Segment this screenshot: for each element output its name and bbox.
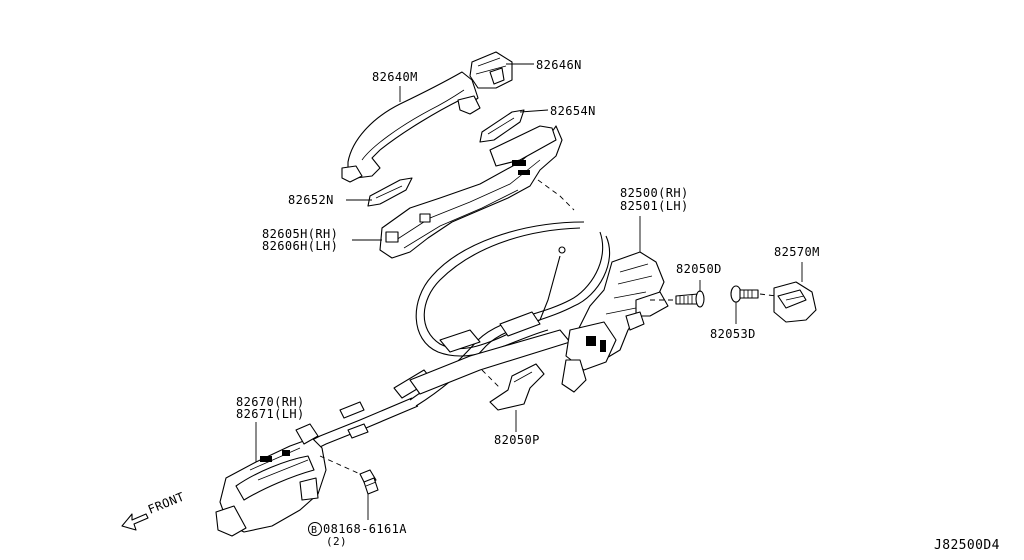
label-82501: 82501(LH) <box>620 199 689 213</box>
label-82605h: 82605H(RH) <box>262 227 338 241</box>
handle-bracket <box>379 125 563 259</box>
label-82671: 82671(LH) <box>236 407 305 421</box>
gasket-front <box>479 109 525 143</box>
front-arrow-icon <box>121 513 149 531</box>
bolt-line <box>319 455 361 475</box>
label-82654n: 82654N <box>550 104 596 118</box>
label-82050d: 82050D <box>676 262 722 276</box>
striker <box>773 281 817 323</box>
cable-assembly <box>299 221 611 455</box>
label-82652n: 82652N <box>288 193 334 207</box>
bolt <box>359 469 379 495</box>
front-arrow: FRONT <box>121 490 187 531</box>
diagram-code: J82500D4 <box>934 538 1000 553</box>
label-82500: 82500(RH) <box>620 186 689 200</box>
screw <box>675 290 705 308</box>
label-82050p: 82050P <box>494 433 540 447</box>
protector-line <box>481 369 501 389</box>
protector <box>489 363 545 411</box>
gasket-rear <box>367 177 413 207</box>
connection-line <box>537 179 575 211</box>
bolt-marker-circle <box>308 522 322 536</box>
leader-lines <box>255 63 803 520</box>
handle-cap <box>469 51 513 89</box>
bolt-marker: B <box>311 525 317 536</box>
inside-handle <box>215 423 327 537</box>
label-bolt-part: 08168-6161A <box>323 522 407 536</box>
label-82606h: 82606H(LH) <box>262 239 338 253</box>
striker-screw <box>730 285 759 303</box>
outside-handle <box>341 71 481 183</box>
label-bolt-qty: (2) <box>326 535 347 548</box>
label-82646n: 82646N <box>536 58 582 72</box>
label-82570m: 82570M <box>774 245 820 259</box>
label-82640m: 82640M <box>372 70 418 84</box>
striker-line <box>759 293 777 297</box>
label-82670: 82670(RH) <box>236 395 305 409</box>
bolt-label: B 08168-6161A (2) <box>308 522 407 548</box>
label-82053d: 82053D <box>710 327 756 341</box>
front-label: FRONT <box>146 490 187 517</box>
door-lock-actuator <box>561 251 669 393</box>
